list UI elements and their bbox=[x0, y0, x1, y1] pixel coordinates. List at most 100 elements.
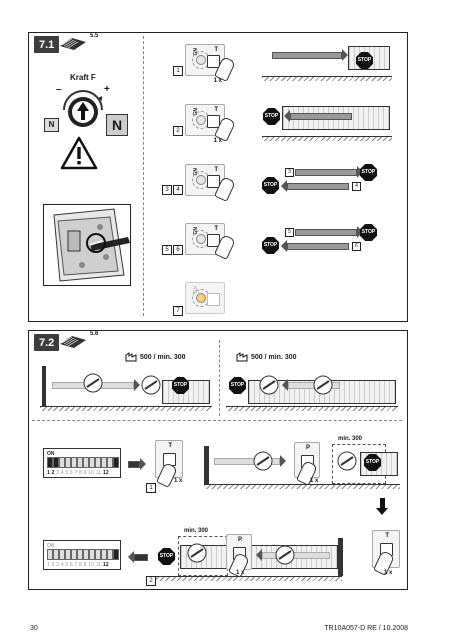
manual-book-icon bbox=[60, 336, 86, 348]
dip-switch-9[interactable] bbox=[95, 457, 101, 468]
dip-switch-1[interactable] bbox=[47, 549, 53, 560]
gate-post bbox=[204, 446, 209, 484]
section-7-2-ref: 5.6 bbox=[90, 331, 99, 337]
dip-switch-7[interactable] bbox=[83, 549, 89, 560]
step-marker-2: 2 bbox=[173, 126, 183, 136]
dip-switch-10[interactable] bbox=[101, 549, 107, 560]
weight-small-label: N bbox=[48, 120, 55, 129]
section-7-1-badge: 7.1 bbox=[34, 36, 60, 53]
t-label: T bbox=[214, 167, 218, 173]
led-icon bbox=[196, 55, 206, 65]
learning-run-arrow bbox=[256, 549, 330, 561]
min-300-label: min. 300 bbox=[338, 436, 363, 442]
dip-switch-6[interactable] bbox=[77, 457, 83, 468]
t-button[interactable] bbox=[207, 293, 220, 306]
dip-switch-6[interactable] bbox=[77, 549, 83, 560]
potentiometer-closeup-image bbox=[43, 204, 131, 286]
step-marker-1: 1 bbox=[146, 483, 156, 493]
dip-switch-1[interactable] bbox=[47, 457, 53, 468]
dip-switch-9[interactable] bbox=[95, 549, 101, 560]
cycle-count-label-right: 500 / min. 300 bbox=[251, 354, 297, 361]
dip-switch-10[interactable] bbox=[101, 457, 107, 468]
close-run-arrow bbox=[281, 180, 349, 192]
dip-numbers-lower: 1 2 3 4 5 6 7 8 9 10 11 12 bbox=[47, 562, 109, 568]
stop-sign-icon: STOP bbox=[262, 237, 279, 254]
light-barrier-icon bbox=[313, 375, 333, 395]
ground-hatch bbox=[152, 576, 342, 581]
dip-switch-11[interactable] bbox=[107, 549, 113, 560]
cycle-counter-icon bbox=[236, 352, 248, 362]
dip-switch-4[interactable] bbox=[65, 457, 71, 468]
dip-switch-2[interactable] bbox=[53, 457, 59, 468]
p-label: P bbox=[237, 537, 242, 543]
light-barrier-icon bbox=[253, 451, 273, 471]
dip-switch-12[interactable] bbox=[113, 457, 119, 468]
section-7-2-divider bbox=[219, 340, 220, 416]
open-run-arrow bbox=[295, 166, 363, 178]
light-barrier-icon bbox=[141, 375, 161, 395]
dip-switch-7[interactable] bbox=[83, 457, 89, 468]
section-7-2-badge: 7.2 bbox=[34, 334, 60, 351]
t-label: T bbox=[214, 47, 218, 53]
close-run-arrow bbox=[281, 240, 349, 252]
press-count: 1 x bbox=[384, 570, 393, 576]
light-barrier-icon bbox=[259, 375, 279, 395]
light-barrier-icon bbox=[83, 373, 103, 393]
press-count: 1 x bbox=[236, 570, 245, 576]
dip-switch-5[interactable] bbox=[71, 457, 77, 468]
dip-numbers-upper: 1 2 3 4 5 6 7 8 9 10 11 12 bbox=[47, 470, 109, 476]
stop-sign-icon: STOP bbox=[158, 548, 175, 565]
dip-switch-8[interactable] bbox=[89, 549, 95, 560]
manual-book-icon bbox=[60, 38, 86, 50]
stop-sign-icon: STOP bbox=[263, 108, 280, 125]
control-unit-step-3-4: GN T bbox=[185, 164, 225, 196]
light-barrier-icon bbox=[187, 543, 207, 563]
dip-switch-11[interactable] bbox=[107, 457, 113, 468]
document-code: TR10A057-D RE / 10.2008 bbox=[324, 625, 408, 632]
run-tag-4: 4 bbox=[352, 182, 361, 191]
gate-close-arrow bbox=[284, 110, 352, 122]
min-300-label: min. 300 bbox=[184, 528, 209, 534]
open-run-arrow bbox=[295, 226, 363, 238]
run-tag-6: 6 bbox=[352, 242, 361, 251]
dip-switch-3[interactable] bbox=[59, 549, 65, 560]
dip-switch-5[interactable] bbox=[71, 549, 77, 560]
led-icon bbox=[196, 234, 206, 244]
gate-open-arrow bbox=[272, 49, 348, 61]
dip-switch-8[interactable] bbox=[89, 457, 95, 468]
ground-hatch bbox=[40, 406, 212, 411]
t-label: T bbox=[385, 533, 389, 539]
step-marker-6: 6 bbox=[173, 245, 183, 255]
back-step-arrow bbox=[128, 551, 148, 563]
weight-small-icon: N bbox=[44, 118, 59, 132]
stop-sign-icon: STOP bbox=[356, 52, 373, 69]
led-icon bbox=[196, 293, 206, 303]
light-barrier-icon bbox=[275, 545, 295, 565]
led-icon bbox=[196, 115, 206, 125]
photocell-left-post bbox=[42, 366, 46, 406]
dip-on-label: ON bbox=[47, 451, 55, 457]
page-number: 30 bbox=[30, 625, 38, 632]
down-arrow-head bbox=[376, 508, 388, 515]
force-minus: – bbox=[56, 84, 62, 95]
dip-switch-2[interactable] bbox=[53, 549, 59, 560]
step-marker-5: 5 bbox=[162, 245, 172, 255]
control-unit-step-7: GN bbox=[185, 282, 225, 314]
dip-switch-block-lower: ON 1 2 3 4 5 6 7 8 9 10 11 12 bbox=[43, 540, 121, 570]
dip-switch-3[interactable] bbox=[59, 457, 65, 468]
p-label: P bbox=[305, 445, 310, 451]
cycle-counter-icon bbox=[125, 352, 137, 362]
press-count: 1 x bbox=[310, 478, 319, 484]
weight-large-label: N bbox=[111, 117, 123, 133]
dip-switch-4[interactable] bbox=[65, 549, 71, 560]
step-marker-1: 1 bbox=[173, 66, 183, 76]
dip-switch-block-upper: ON 1 2 3 4 5 6 7 8 9 10 11 12 bbox=[43, 448, 121, 478]
t-label: T bbox=[168, 443, 172, 449]
force-dial-icon bbox=[63, 90, 103, 127]
down-arrow-icon bbox=[380, 498, 385, 508]
force-plus: + bbox=[104, 84, 110, 95]
run-tag-3: 3 bbox=[285, 168, 294, 177]
step-marker-4: 4 bbox=[173, 185, 183, 195]
dip-switch-12[interactable] bbox=[113, 549, 119, 560]
light-barrier-icon bbox=[337, 451, 357, 471]
